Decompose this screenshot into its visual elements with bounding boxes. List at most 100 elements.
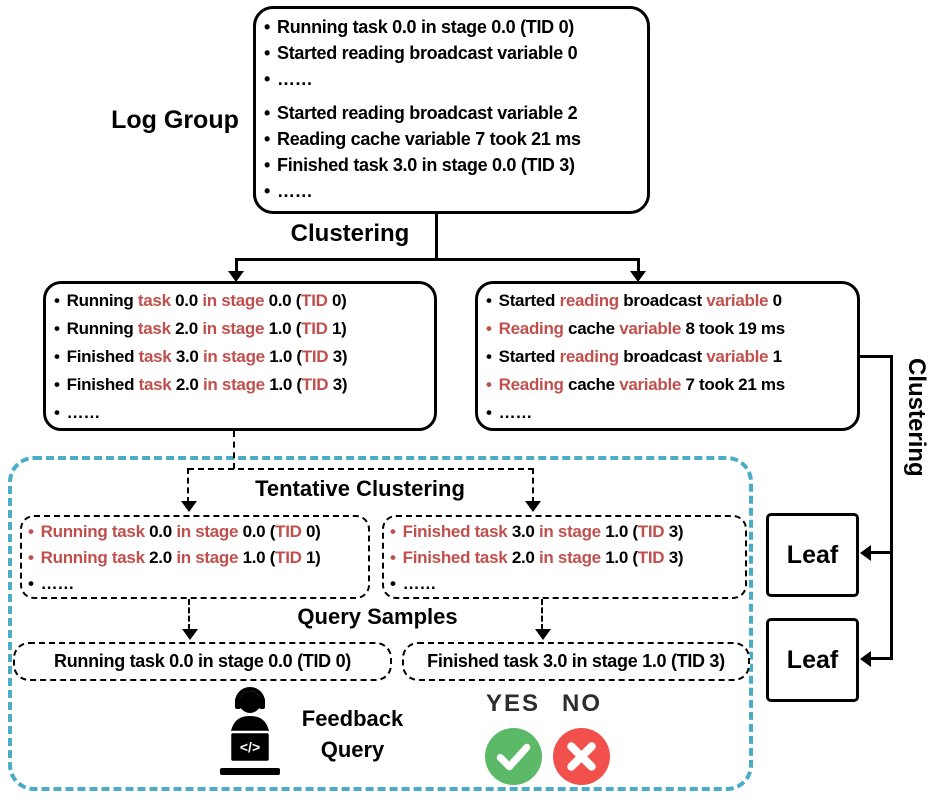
log-token: 1.0 ( [605,522,638,541]
arrow-down-query-left-icon [182,629,198,640]
bullet-icon: • [54,403,60,422]
log-token: 0 [772,291,782,310]
log-line: •Running task 2.0 in stage 1.0 (TID 1) [54,315,426,343]
log-token: broadcast [623,291,707,310]
log-token: 0.0 ( [268,291,302,310]
query-sample-right: Finished task 3.0 in stage 1.0 (TID 3) [402,642,750,681]
log-line: •Finished task 3.0 in stage 0.0 (TID 3) [264,152,639,178]
connector-leaf1-branch [869,551,893,554]
log-token: 2.0 [511,548,539,567]
arrow-left-leaf2-icon [860,651,871,667]
bullet-icon: • [264,43,271,63]
log-token: …… [66,403,101,422]
bullet-icon: • [264,129,271,149]
connector-right-vertical [890,355,893,660]
bullet-icon: • [54,291,60,310]
log-token: broadcast [623,347,707,366]
clustering-right-label: Clustering [903,358,930,477]
log-token: Started [498,347,560,366]
bullet-icon: • [486,291,492,310]
arrow-down-tentative-right-icon [525,501,541,512]
log-line: •Started reading broadcast variable 1 [486,343,849,371]
log-line: • …… [28,571,362,597]
log-token: …… [40,574,75,593]
log-token: variable [706,347,773,366]
tentative-clustering-label: Tentative Clustering [255,476,465,501]
log-token: task [137,319,176,338]
log-token: 0.0 ( [242,522,276,541]
bullet-icon: • [28,574,34,593]
log-token: TID [301,319,328,338]
log-token: Started reading broadcast variable 0 [277,43,578,63]
bullet-icon: • [54,319,60,338]
log-token: cache [568,375,620,394]
log-token: Finished [66,375,139,394]
log-line: •Started reading broadcast variable 2 [264,100,639,126]
arrow-down-query-right-icon [535,629,551,640]
connector-top-vertical [435,214,438,258]
log-token: 2.0 [175,375,203,394]
yes-check-icon [485,728,542,785]
log-token: TID [637,548,665,567]
log-token: 1.0 ( [269,347,302,366]
log-token: Started reading broadcast variable 2 [277,103,578,123]
log-token: 1 [772,347,782,366]
dashed-horizontal [188,468,534,470]
log-line: •…… [264,66,639,92]
log-token: cache [568,319,620,338]
log-group-box: •Running task 0.0 in stage 0.0 (TID 0)•S… [253,6,650,214]
log-token: 3) [664,548,684,567]
log-token: 8 took 19 ms [685,319,785,338]
log-token: 2.0 [175,319,203,338]
log-line: •…… [264,178,639,204]
log-token: TID [301,375,329,394]
dashed-left-drop [187,468,189,503]
laptop-code-glyph: </> [240,739,260,755]
log-token: Finished task 3.0 in stage 0.0 (TID 3) [277,155,575,175]
log-token: in stage [202,319,269,338]
bullet-icon: • [486,375,492,394]
leaf-box-1: Leaf [766,513,859,597]
log-line: •Reading cache variable 7 took 21 ms [486,371,849,399]
connector-leaf2-branch [869,657,893,660]
bullet-icon: • [390,548,396,567]
log-token: in stage [176,522,243,541]
log-line: •Finished task 3.0 in stage 1.0 (TID 3) [54,343,426,371]
dashed-stub-from-cluster [233,431,235,469]
feedback-label-line1: Feedback [301,706,404,731]
log-token: 1.0 ( [605,548,638,567]
arrow-down-right-icon [630,271,646,282]
feedback-label-line2: Query [320,737,385,762]
no-cross-icon [553,728,610,785]
query-sample-left: Running task 0.0 in stage 0.0 (TID 0) [13,642,392,681]
dashed-query-left [188,599,190,630]
log-token: 1.0 ( [268,319,302,338]
connector-rightbox-out [860,355,893,358]
log-line: •Running task 0.0 in stage 0.0 (TID 0) [54,287,426,315]
bullet-icon: • [28,522,34,541]
log-token: 3) [328,347,348,366]
bullet-icon: • [28,548,34,567]
log-group-label: Log Group [111,106,239,134]
developer-icon: </> [220,687,280,775]
log-line: • Started reading broadcast variable 0 [264,40,639,66]
log-token: Started [498,291,560,310]
yes-label: YES [485,690,541,717]
log-token: task [137,291,176,310]
log-token: Running task 0.0 in stage 0.0 (TID 0) [277,17,574,37]
log-token: …… [277,69,313,89]
log-token: 0) [301,522,321,541]
log-token: Reading [498,375,569,394]
log-token: in stage [202,375,270,394]
log-token: 3) [328,375,348,394]
feedback-container [8,456,753,791]
log-line: •Running task 2.0 in stage 1.0 (TID 1) [28,545,362,571]
log-token: variable [619,375,686,394]
log-line: •Finished task 2.0 in stage 1.0 (TID 3) [390,545,739,571]
log-token: Finished [66,347,139,366]
log-token: task [138,375,176,394]
connector-right-stub [637,258,640,273]
arrow-down-tentative-left-icon [181,501,197,512]
log-token: in stage [176,548,243,567]
